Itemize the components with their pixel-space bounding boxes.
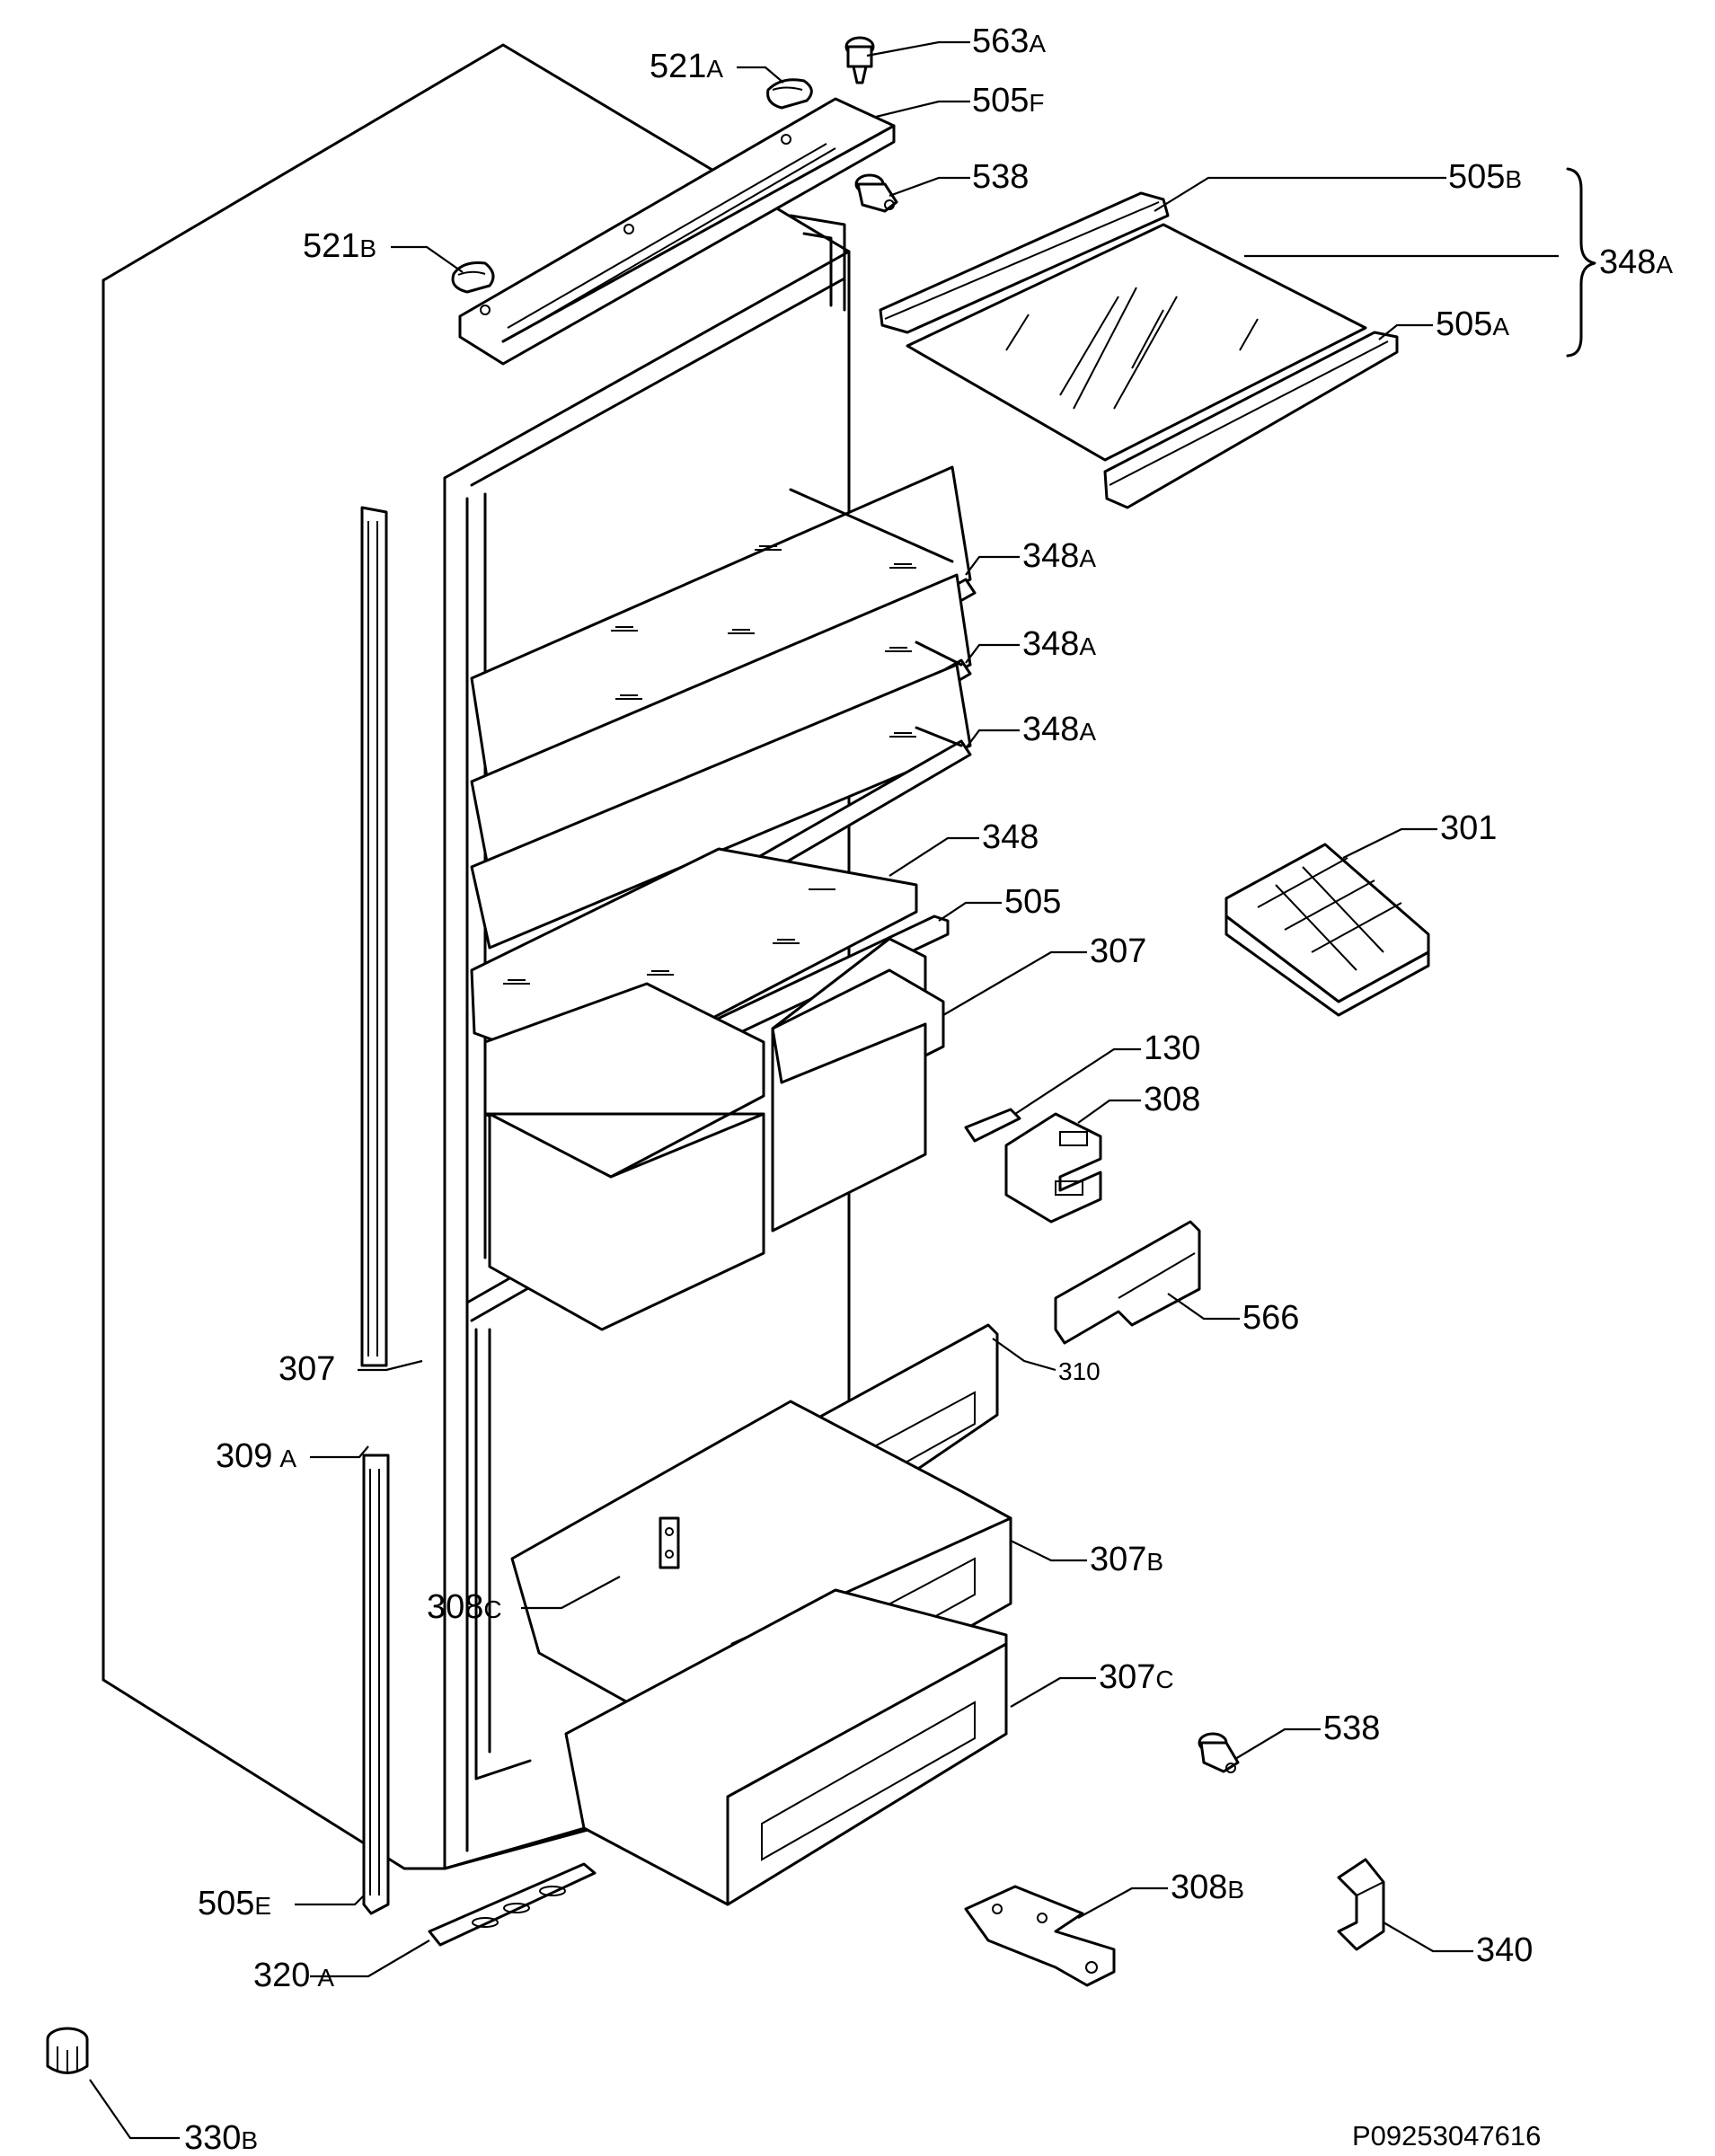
label-130: 130 [1144, 1029, 1200, 1067]
labels: 563A 521A 505F 538 521B 505B 348A 505A 3… [184, 22, 1673, 2156]
hinge-538-bottom [1198, 1732, 1240, 1773]
label-348a-group: 348A [1599, 243, 1673, 281]
label-308b: 308B [1171, 1869, 1244, 1906]
label-308c: 308C [427, 1588, 502, 1626]
top-rail-505f [458, 97, 896, 366]
hinge-pin-563a [844, 36, 875, 84]
gasket-strip-505e [360, 506, 390, 1915]
label-340: 340 [1476, 1931, 1533, 1969]
label-348a-1: 348A [1022, 537, 1096, 575]
rail-320a [428, 1862, 597, 1947]
hinge-308 [1004, 1112, 1102, 1224]
label-505e: 505E [198, 1885, 271, 1922]
label-307b: 307B [1090, 1541, 1163, 1578]
hinge-538-top [854, 173, 898, 213]
freezer-drawer-307c [564, 1588, 1008, 1906]
label-566: 566 [1242, 1299, 1299, 1337]
scraper-566 [1054, 1220, 1201, 1345]
label-505f: 505F [972, 82, 1045, 119]
label-521b: 521B [303, 227, 376, 265]
label-505: 505 [1004, 883, 1061, 921]
bracket-340 [1337, 1858, 1385, 1951]
label-307-left: 307 [278, 1350, 335, 1388]
hinge-cover-521a [766, 78, 813, 110]
hinge-308b [964, 1885, 1116, 1987]
foot-330b [46, 2027, 89, 2074]
label-348: 348 [982, 818, 1039, 856]
leader-lines [89, 40, 1559, 2140]
label-505b: 505B [1448, 158, 1522, 196]
label-307c: 307C [1099, 1658, 1174, 1696]
label-538-bottom: 538 [1323, 1710, 1380, 1747]
label-538-top: 538 [972, 158, 1029, 196]
label-307-top: 307 [1090, 932, 1146, 970]
label-521a: 521A [650, 48, 723, 85]
label-348a-3: 348A [1022, 711, 1096, 748]
drawing-code: P09253047616 [1352, 2120, 1541, 2152]
label-310: 310 [1058, 1357, 1101, 1385]
label-308: 308 [1144, 1081, 1200, 1118]
label-330b: 330B [184, 2119, 258, 2156]
label-563a: 563A [972, 22, 1046, 60]
part-130 [964, 1108, 1021, 1143]
ice-tray-301 [1224, 843, 1430, 1017]
label-301: 301 [1440, 809, 1497, 847]
group-brace [1566, 167, 1596, 358]
label-348a-2: 348A [1022, 625, 1096, 663]
label-505a: 505A [1436, 305, 1509, 343]
shelf-assembly-348a [879, 191, 1399, 509]
crisper-drawer-307 [483, 937, 945, 1331]
hinge-cover-521b [451, 261, 495, 294]
